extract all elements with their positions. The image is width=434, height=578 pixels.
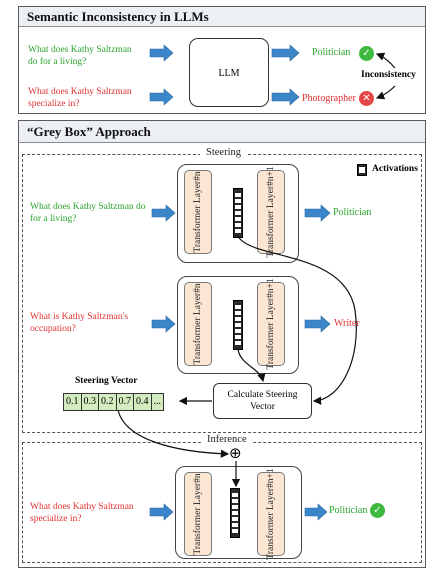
llm-box: LLM — [189, 38, 269, 107]
steering-title: Steering — [200, 147, 247, 158]
check-icon: ✓ — [370, 503, 385, 518]
inference-title: Inference — [201, 434, 253, 445]
cross-icon: ✕ — [359, 91, 374, 106]
vector-to-plus-curve — [117, 409, 230, 458]
steering-vector: 0.1 0.3 0.2 0.7 0.4 ... — [63, 393, 164, 411]
steering-layer-n-1: Transformer Layer#n — [184, 170, 212, 254]
block-arrow-icon — [149, 503, 174, 521]
block-arrow-icon — [271, 88, 300, 106]
steering-vector-cell: 0.7 — [117, 394, 134, 410]
steering-vector-title: Steering Vector — [75, 376, 138, 386]
section-grey-box-approach: “Grey Box” Approach — [18, 120, 426, 568]
inference-answer: Politician — [329, 505, 368, 516]
steering-vector-cell: 0.2 — [99, 394, 117, 410]
steering-layer-n-2: Transformer Layer#n — [184, 282, 212, 366]
calculate-steering-vector-label: Calculate Steering Vector — [227, 390, 298, 412]
inconsistency-arrow-top — [375, 52, 396, 69]
section-2-title: “Grey Box” Approach — [19, 121, 425, 143]
inference-layer-n1: Transformer Layer#n+1 — [257, 468, 285, 560]
block-arrow-icon — [271, 44, 300, 62]
check-icon: ✓ — [359, 46, 374, 61]
steering-question-2: What is Kathy Saltzman's occupation? — [30, 312, 129, 334]
calculate-steering-vector-box: Calculate Steering Vector — [213, 383, 312, 419]
block-arrow-icon — [304, 503, 328, 521]
steering-layer-n1-1: Transformer Layer#n+1 — [257, 166, 285, 258]
activation-vector-icon — [233, 300, 243, 350]
steering-layer-n1-2: Transformer Layer#n+1 — [257, 278, 285, 370]
llm-label: LLM — [218, 68, 240, 79]
section1-question-1: What does Kathy Saltzman do for a living… — [28, 45, 132, 67]
inconsistency-arrow-bottom — [375, 85, 396, 100]
activations-legend-icon — [357, 164, 367, 176]
block-arrow-icon — [149, 88, 174, 106]
inference-question: What does Kathy Saltzman specialize in? — [30, 502, 134, 524]
steering-vector-cell: 0.1 — [64, 394, 82, 410]
steering-vector-cell: 0.4 — [134, 394, 152, 410]
block-arrow-icon — [304, 315, 331, 333]
inconsistency-label: Inconsistency — [361, 70, 416, 80]
plus-icon: ⊕ — [229, 444, 242, 462]
section1-answer-1: Politician — [312, 47, 351, 58]
block-arrow-icon — [151, 204, 176, 222]
activation-to-calc-curve-1 — [237, 235, 357, 405]
steering-answer-1: Politician — [333, 207, 372, 218]
block-arrow-icon — [304, 204, 331, 222]
section-1-title: Semantic Inconsistency in LLMs — [19, 7, 425, 27]
block-arrow-icon — [149, 44, 174, 62]
activation-vector-icon — [233, 188, 243, 238]
activations-legend-label: Activations — [372, 164, 418, 174]
steering-vector-cell: ... — [153, 396, 162, 407]
block-arrow-icon — [151, 315, 176, 333]
steering-question-1: What does Kathy Saltzman do for a living… — [30, 202, 146, 224]
steering-answer-2: Writer — [334, 318, 360, 329]
activation-vector-icon — [230, 488, 240, 538]
section1-question-2: What does Kathy Saltzman specialize in? — [28, 87, 132, 109]
inference-layer-n: Transformer Layer#n — [184, 472, 212, 556]
section1-answer-2: Photographer — [302, 93, 356, 104]
steering-vector-cell: 0.3 — [82, 394, 99, 410]
section-semantic-inconsistency: Semantic Inconsistency in LLMs — [18, 6, 426, 114]
activation-to-calc-curve-2 — [237, 348, 266, 383]
